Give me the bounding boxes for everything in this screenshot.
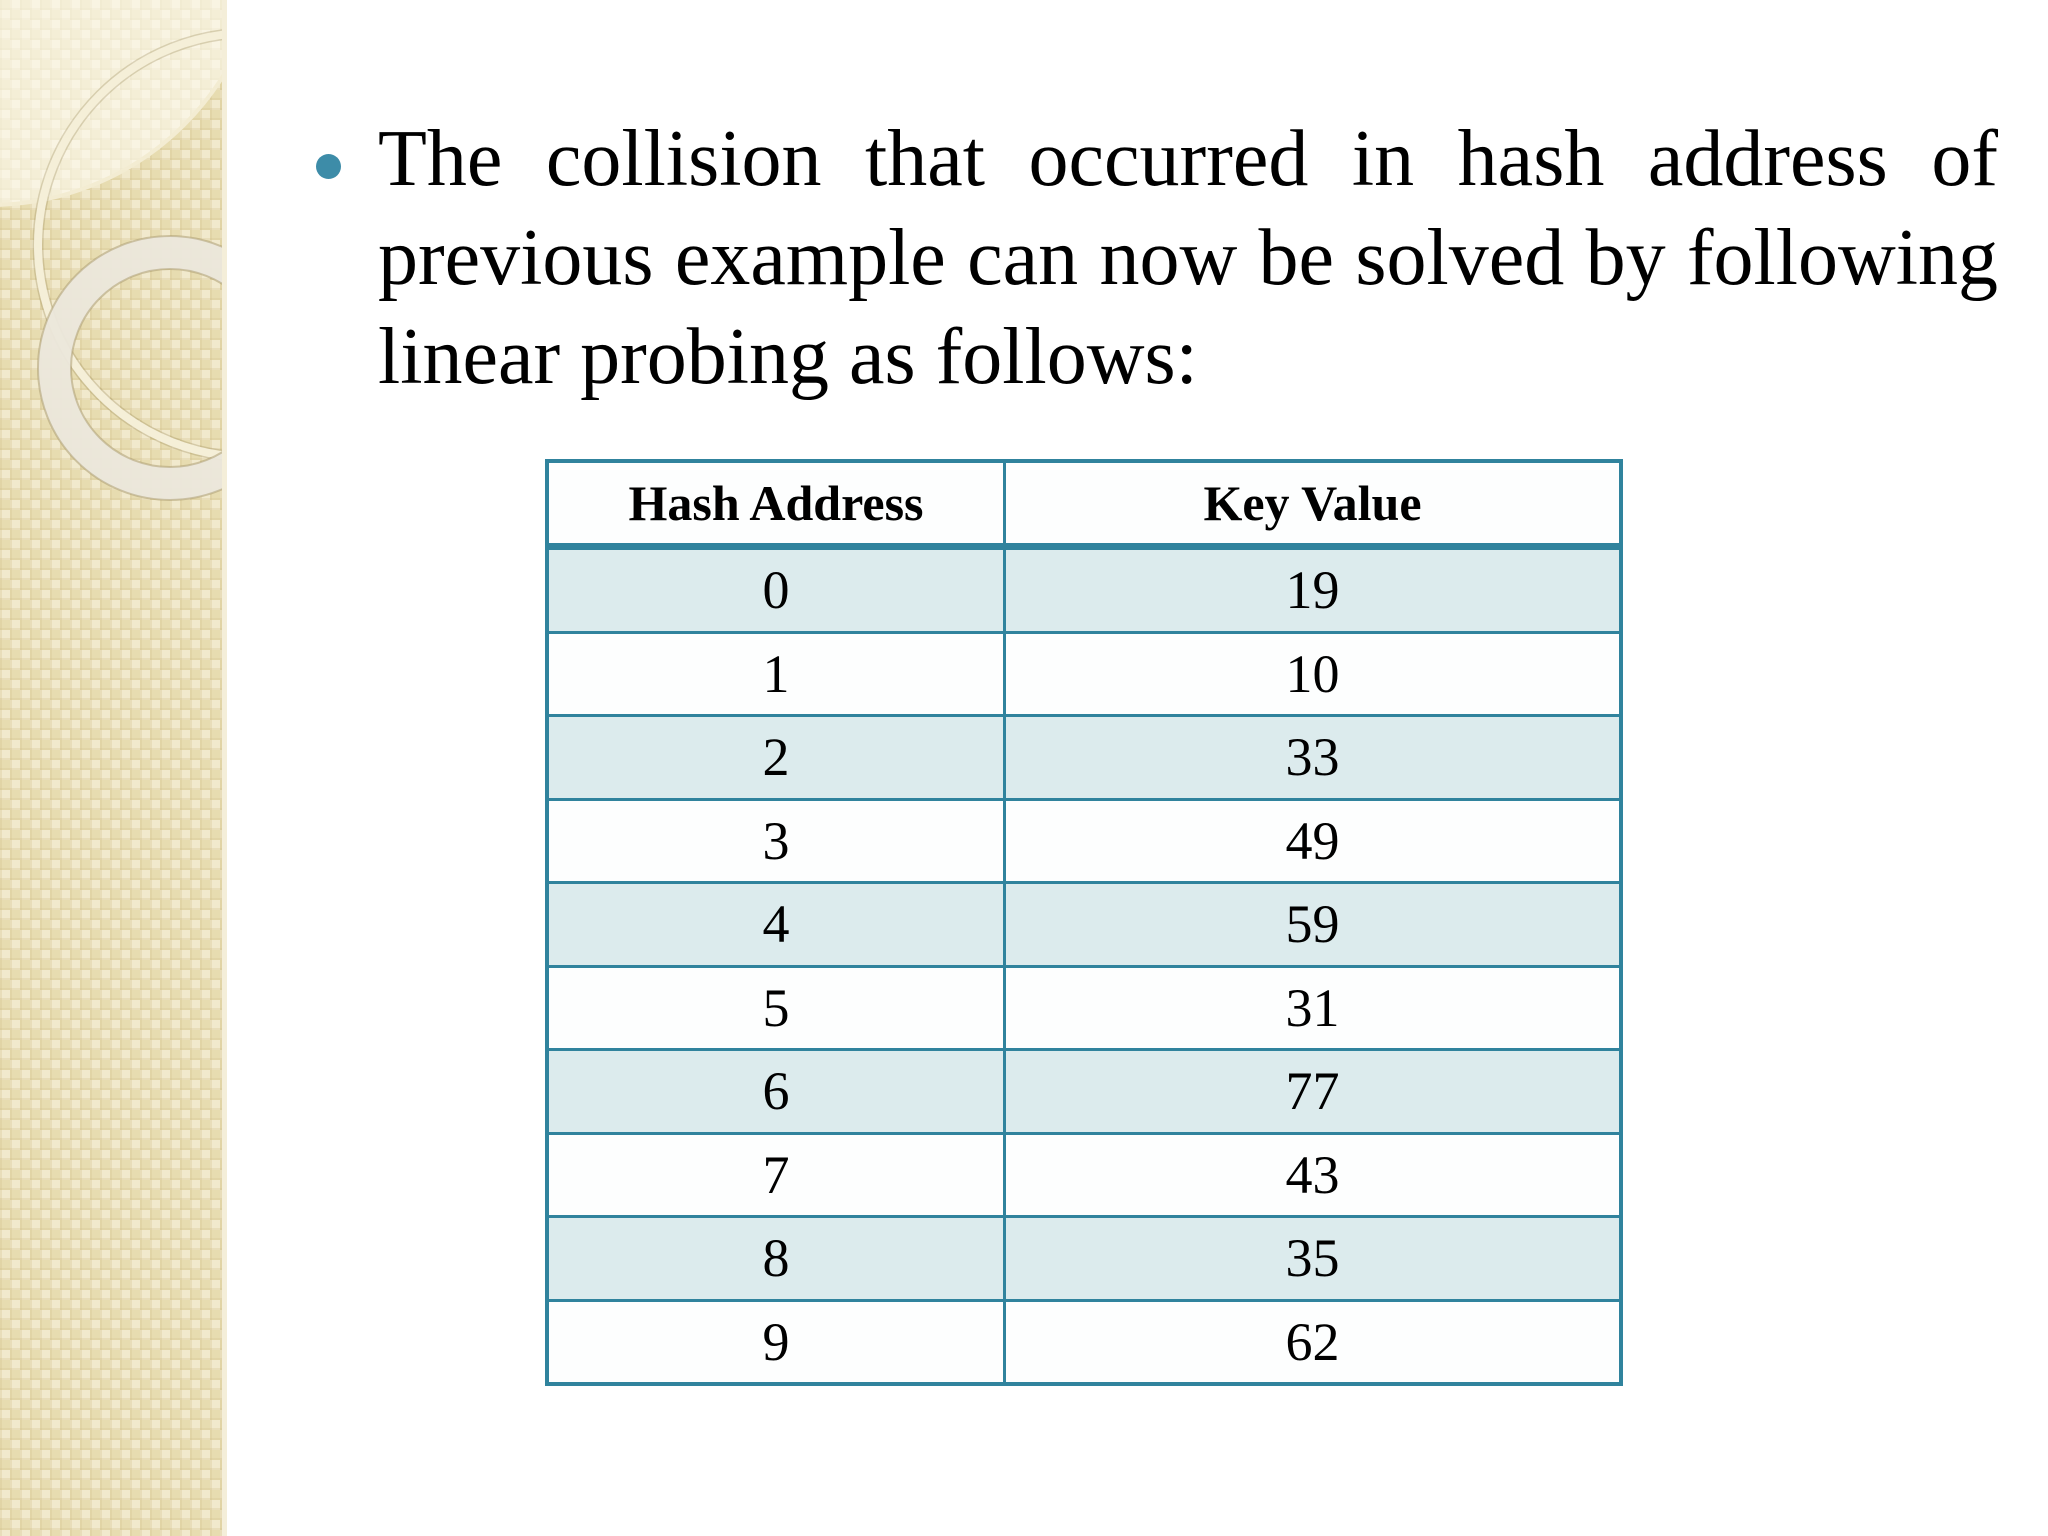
hash-address-cell: 2 [545,714,1007,801]
key-value-cell: 77 [1003,1048,1623,1135]
light-disc-ornament [0,0,222,207]
hash-address-cell: 0 [545,545,1007,634]
table-row: 3 49 [545,797,1623,884]
hash-address-cell: 6 [545,1048,1007,1135]
key-value-cell: 31 [1003,964,1623,1051]
circle-ornaments-graphic [0,0,222,501]
hash-address-cell: 9 [545,1298,1007,1386]
table-row: 1 10 [545,630,1623,717]
hash-address-cell: 5 [545,964,1007,1051]
sidebar-ornament [0,0,227,1536]
key-value-cell: 59 [1003,881,1623,968]
hash-address-cell: 8 [545,1215,1007,1302]
hash-table: Hash Address Key Value 0 19 1 10 2 33 3 … [545,459,1623,1386]
key-value-cell: 33 [1003,714,1623,801]
key-value-cell: 10 [1003,630,1623,717]
key-value-cell: 19 [1003,545,1623,634]
table-header-row: Hash Address Key Value [545,459,1623,550]
table-row: 5 31 [545,964,1623,1051]
table-row: 7 43 [545,1131,1623,1218]
ring-ornament [36,235,222,501]
key-value-cell: 49 [1003,797,1623,884]
bullet-dot-icon [316,154,341,179]
table-row: 9 62 [545,1298,1623,1386]
table-row: 0 19 [545,545,1623,634]
bullet-paragraph: The collision that occurred in hash addr… [316,110,1998,407]
bullet-text-line: linear probing as follows: [378,313,1198,401]
key-value-cell: 35 [1003,1215,1623,1302]
hash-address-cell: 4 [545,881,1007,968]
hash-address-header: Hash Address [545,459,1007,550]
table-row: 2 33 [545,714,1623,801]
key-value-header: Key Value [1003,459,1623,550]
thin-circle-ornament [34,30,222,460]
table-row: 8 35 [545,1215,1623,1302]
key-value-cell: 62 [1003,1298,1623,1386]
key-value-cell: 43 [1003,1131,1623,1218]
hash-address-cell: 1 [545,630,1007,717]
bullet-text-line: previous example can now be solved by fo… [378,214,1998,302]
table-row: 4 59 [545,881,1623,968]
table-row: 6 77 [545,1048,1623,1135]
hash-address-cell: 7 [545,1131,1007,1218]
hash-address-cell: 3 [545,797,1007,884]
bullet-text-line: The collision that occurred in hash addr… [378,115,1998,203]
